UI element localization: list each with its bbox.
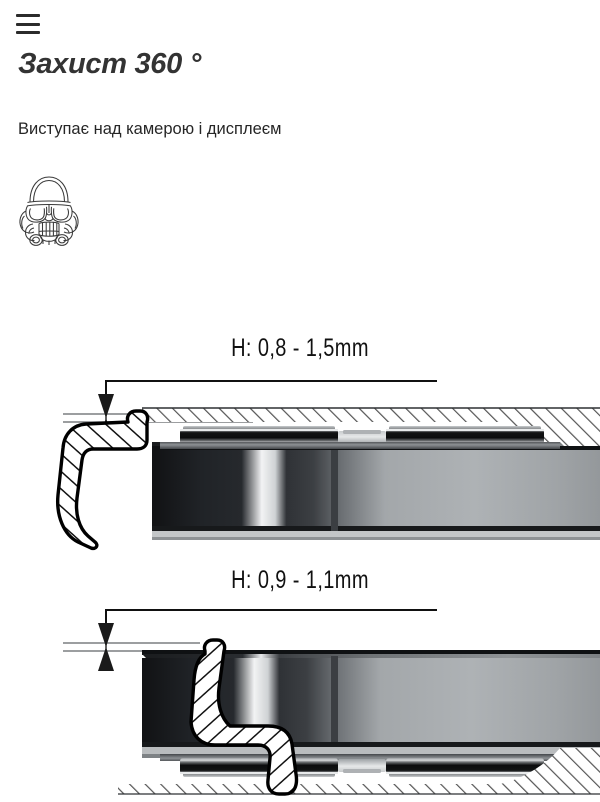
- reference-lines: [63, 642, 200, 652]
- camera-bump-base: [160, 754, 560, 761]
- hamburger-bar-1: [16, 14, 40, 17]
- camera-module-gap: [338, 759, 386, 773]
- hamburger-menu-icon[interactable]: [16, 14, 40, 34]
- display-dimension-label: H: 0,9 - 1,1mm: [231, 566, 369, 594]
- hamburger-bar-2: [16, 22, 40, 26]
- case-lip-cross-section: [56, 409, 150, 551]
- camera-protrusion-diagram: H: 0,8 - 1,5mm: [0, 330, 600, 555]
- hamburger-bar-3: [16, 31, 40, 34]
- camera-module-gap: [338, 430, 386, 444]
- dimension-leader-line: [105, 609, 437, 623]
- phone-body: [152, 442, 600, 540]
- camera-cross-section-drawing: [56, 380, 600, 551]
- camera-lens-left: [180, 426, 338, 445]
- page-subtitle: Виступає над камерою і дисплеєм: [18, 120, 282, 138]
- dimension-leader-line: [105, 380, 437, 394]
- case-lip-cross-section: [189, 638, 299, 796]
- section-hatch-band: [142, 407, 600, 460]
- section-hatch-band: [118, 748, 600, 795]
- camera-bump-base: [160, 442, 560, 449]
- camera-lens-right: [386, 426, 544, 445]
- camera-lens-right: [386, 758, 544, 777]
- stormtrooper-helmet-icon: [12, 172, 86, 254]
- display-protrusion-diagram: H: 0,9 - 1,1mm: [0, 562, 600, 802]
- camera-lens-left: [180, 758, 338, 777]
- page-title: Захист 360 °: [18, 48, 202, 80]
- camera-dimension-label: H: 0,8 - 1,5mm: [231, 334, 369, 362]
- dimension-arrow-icon: [98, 623, 114, 671]
- display-cross-section-drawing: [63, 609, 600, 796]
